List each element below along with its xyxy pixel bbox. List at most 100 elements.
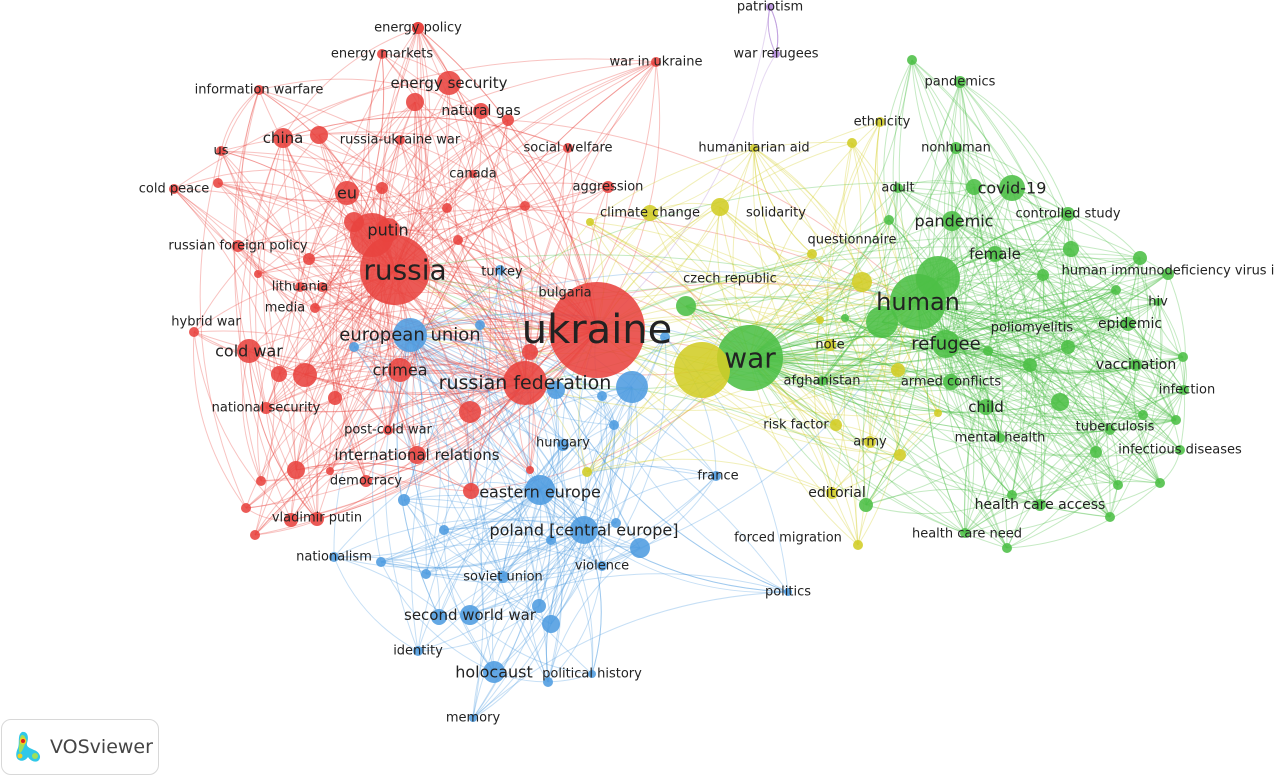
node-label[interactable]: solidarity [746,206,806,221]
node[interactable] [1051,393,1069,411]
node-label[interactable]: ethnicity [854,115,911,130]
node-holocaust[interactable] [483,661,505,683]
node-russian-federation[interactable] [503,361,547,405]
node-label[interactable]: russia-ukraine war [340,133,461,148]
node-label[interactable]: democracy [330,474,402,489]
node-war[interactable] [717,325,783,391]
node[interactable] [546,535,556,545]
node-label[interactable]: post-cold war [344,423,432,438]
node-label[interactable]: second world war [404,606,537,624]
node-label[interactable]: lithuania [272,280,329,295]
node[interactable] [442,203,452,213]
node[interactable] [983,346,993,356]
node[interactable] [293,363,317,387]
node-pandemics[interactable] [954,76,966,88]
node-label[interactable]: infection [1159,383,1215,398]
node-label[interactable]: european union [339,325,480,346]
node[interactable] [287,461,305,479]
node-memory[interactable] [469,714,477,722]
node-mental-health[interactable] [995,433,1005,443]
node-vaccination[interactable] [1130,359,1142,371]
node-cold-peace[interactable] [169,184,179,194]
node[interactable] [1090,446,1102,458]
node[interactable] [1155,478,1165,488]
node-china[interactable] [273,128,293,148]
node[interactable] [475,320,485,330]
node[interactable] [326,467,334,475]
node[interactable] [884,215,894,225]
node[interactable] [241,503,251,513]
node-hybrid-war[interactable] [189,327,199,337]
node[interactable] [310,512,324,526]
node-label[interactable]: covid-19 [978,179,1047,198]
node-violence[interactable] [597,561,607,571]
node-child[interactable] [978,399,994,415]
node-armed-conflicts[interactable] [943,374,959,390]
node-international-relations[interactable] [408,446,426,464]
node[interactable] [586,218,594,226]
node[interactable] [1023,358,1037,372]
node-label[interactable]: energy markets [331,47,434,62]
node[interactable] [250,530,260,540]
node-politics[interactable] [784,588,792,596]
node-label[interactable]: energy policy [374,21,462,36]
node-note[interactable] [824,339,836,351]
node[interactable] [866,306,898,338]
node[interactable] [1133,251,1147,265]
node-solidarity[interactable] [711,198,729,216]
node-epidemic[interactable] [1121,317,1135,331]
node[interactable] [611,518,621,528]
node-health-care-access[interactable] [1034,499,1046,511]
node-label[interactable]: china [263,129,304,147]
node-social-welfare[interactable] [563,143,573,153]
node-label[interactable]: aggression [573,180,644,195]
node-label[interactable]: nonhuman [921,141,991,156]
node[interactable] [916,256,960,300]
node-infectious-diseases[interactable] [1175,445,1185,455]
node-label[interactable]: human [876,288,960,316]
node-label[interactable]: health care access [975,497,1106,513]
node[interactable] [376,182,388,194]
node-label[interactable]: memory [446,711,501,726]
node-ukraine[interactable] [549,282,645,378]
node[interactable] [542,615,560,633]
node[interactable] [349,342,359,352]
node-russian-foreign-policy[interactable] [232,240,244,252]
node[interactable] [1105,512,1115,522]
node-questionnaire[interactable] [807,249,817,259]
node[interactable] [859,498,873,512]
node-label[interactable]: canada [449,167,497,182]
node-label[interactable]: bulgaria [538,286,591,301]
node-european-union[interactable] [393,318,427,352]
node[interactable] [439,525,449,535]
node-turkey[interactable] [495,265,505,275]
node[interactable] [213,178,223,188]
node-label[interactable]: child [968,398,1004,416]
node-poliomyelitis[interactable] [1061,340,1075,354]
node-label[interactable]: turkey [481,265,523,280]
node[interactable] [398,494,410,506]
node-energy-policy[interactable] [412,22,424,34]
node-label[interactable]: ukraine [522,307,673,353]
node-putin[interactable] [376,218,400,242]
node-energy-security[interactable] [437,71,461,95]
node-humanitarian-aid[interactable] [750,144,758,152]
node-crimea[interactable] [388,358,412,382]
node-label[interactable]: editorial [808,485,866,501]
node-label[interactable]: cold peace [139,182,209,197]
node[interactable] [674,342,730,398]
node[interactable] [630,538,650,558]
node-label[interactable]: russian foreign policy [168,239,307,254]
node[interactable] [891,363,905,377]
node-label[interactable]: afghanistan [784,374,861,389]
node-war-refugees[interactable] [772,50,780,58]
node-label[interactable]: violence [575,559,629,574]
node[interactable] [966,179,982,195]
node[interactable] [1111,285,1121,295]
node-eastern-europe[interactable] [525,475,555,505]
node-label[interactable]: france [697,469,738,484]
node-label[interactable]: international relations [334,446,499,464]
node[interactable] [582,467,592,477]
node-label[interactable]: crimea [372,361,427,380]
node-eu[interactable] [335,181,359,205]
